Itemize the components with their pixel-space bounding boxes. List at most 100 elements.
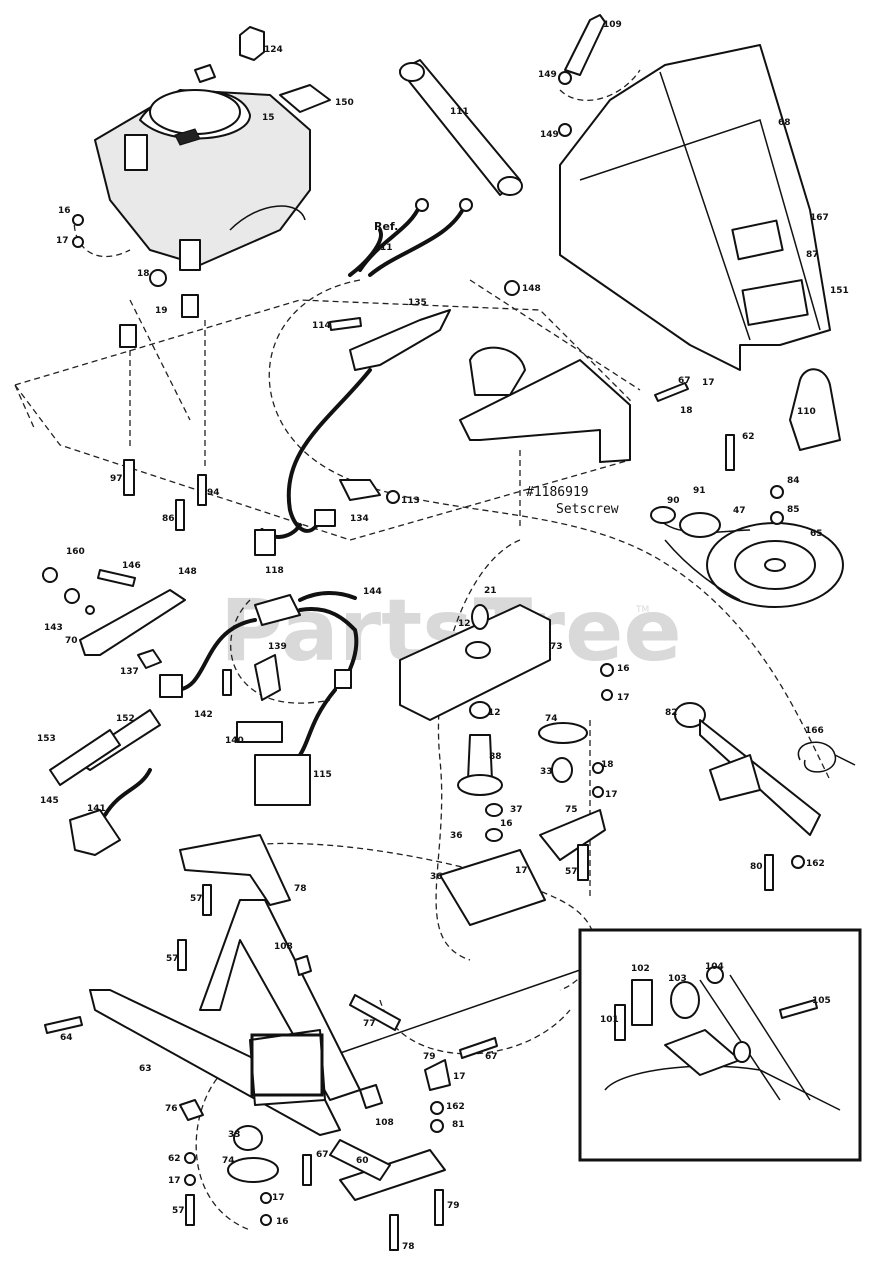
bracket-80 [339, 1149, 446, 1201]
bolt-67b [459, 1037, 498, 1059]
bolt-57b [202, 884, 212, 916]
bolt-80 [764, 854, 774, 891]
label-15: 15 [262, 113, 275, 123]
label-74a: 74 [545, 714, 558, 724]
part-108b [359, 1084, 383, 1109]
label-150: 150 [335, 98, 354, 108]
engine [94, 64, 311, 271]
decal-150 [279, 84, 331, 113]
label-148b: 148 [178, 567, 197, 577]
bolt-86 [175, 499, 185, 531]
label-134: 134 [350, 514, 369, 524]
label-57b: 57 [190, 894, 203, 904]
grommet-18a [149, 269, 167, 287]
label-80a: 80 [750, 862, 763, 872]
label-104: 104 [705, 962, 724, 972]
center-frame [459, 346, 631, 463]
label-37: 37 [510, 805, 523, 815]
label-57c: 57 [166, 954, 179, 964]
relay-139 [254, 654, 281, 701]
label-152: 152 [116, 714, 135, 724]
label-74b: 74 [222, 1156, 235, 1166]
lever-82 [674, 702, 821, 891]
label-142: 142 [194, 710, 213, 720]
wire-bundle-11 [348, 198, 473, 277]
clip-76 [179, 1099, 204, 1121]
pulley-assembly [650, 485, 844, 608]
part-33b [233, 1125, 263, 1151]
fuse-140 [236, 721, 283, 743]
nut-149a [558, 71, 572, 85]
label-149b: 149 [540, 130, 559, 140]
watermark-trademark: TM [635, 605, 649, 615]
label-113: 113 [401, 496, 420, 506]
label-94: 94 [207, 488, 220, 498]
washer-17a [72, 236, 84, 248]
label-146: 146 [122, 561, 141, 571]
spacer-19a [119, 324, 137, 348]
label-73: 73 [550, 642, 563, 652]
label-78b: 78 [402, 1242, 415, 1252]
label-68: 68 [778, 118, 791, 128]
label-62a: 62 [742, 432, 755, 442]
label-124: 124 [264, 45, 283, 55]
label-70: 70 [65, 636, 78, 646]
nut-18c [592, 762, 604, 774]
bolt-57d [185, 1194, 195, 1226]
label-162b: 162 [446, 1102, 465, 1112]
label-137: 137 [120, 667, 139, 677]
cam-74a [538, 722, 588, 744]
bolt-94 [197, 474, 207, 506]
label-16c: 16 [500, 819, 513, 829]
label-33b: 33 [228, 1130, 241, 1140]
label-167: 167 [810, 213, 829, 223]
label-62b: 62 [168, 1154, 181, 1164]
label-87: 87 [806, 250, 819, 260]
label-79b: 79 [447, 1201, 460, 1211]
bolt-57c [177, 939, 187, 971]
label-63: 63 [139, 1064, 152, 1074]
label-110: 110 [797, 407, 816, 417]
label-153: 153 [37, 734, 56, 744]
label-12a: 12 [458, 619, 471, 629]
center-column [399, 604, 606, 926]
bolt-67a [654, 382, 689, 402]
label-67b: 67 [485, 1052, 498, 1062]
label-144: 144 [363, 587, 382, 597]
label-60: 60 [356, 1156, 369, 1166]
relay-141 [69, 809, 121, 856]
harness-135 [254, 368, 400, 556]
label-160: 160 [66, 547, 85, 557]
washer-17h [260, 1192, 272, 1204]
nut-148 [504, 280, 520, 296]
bolt-114 [329, 317, 362, 331]
label-16d: 16 [276, 1217, 289, 1227]
label-139: 139 [268, 642, 287, 652]
cam-74b [227, 1157, 279, 1183]
label-47: 47 [733, 506, 746, 516]
label-33a: 33 [540, 767, 553, 777]
label-17g: 17 [168, 1176, 181, 1186]
label-78: 78 [294, 884, 307, 894]
part-number-note: #1186919 [526, 485, 589, 500]
label-17a: 17 [56, 236, 69, 246]
label-17e: 17 [515, 866, 528, 876]
nut-16d [260, 1214, 272, 1226]
label-75: 75 [565, 805, 578, 815]
label-141: 141 [87, 804, 106, 814]
label-ref: Ref. [374, 220, 398, 233]
rod-77 [349, 994, 401, 1031]
label-115: 115 [313, 770, 332, 780]
lever-146 [42, 567, 186, 669]
label-101: 101 [600, 1015, 619, 1025]
label-36a: 36 [450, 831, 463, 841]
label-135: 135 [408, 298, 427, 308]
label-97: 97 [110, 474, 123, 484]
label-17d: 17 [605, 790, 618, 800]
washer-17c [601, 689, 613, 701]
setscrew-note: Setscrew [556, 502, 619, 517]
label-76: 76 [165, 1104, 178, 1114]
label-36b: 36 [430, 872, 443, 882]
label-111: 111 [450, 107, 469, 117]
label-88: 88 [489, 752, 502, 762]
